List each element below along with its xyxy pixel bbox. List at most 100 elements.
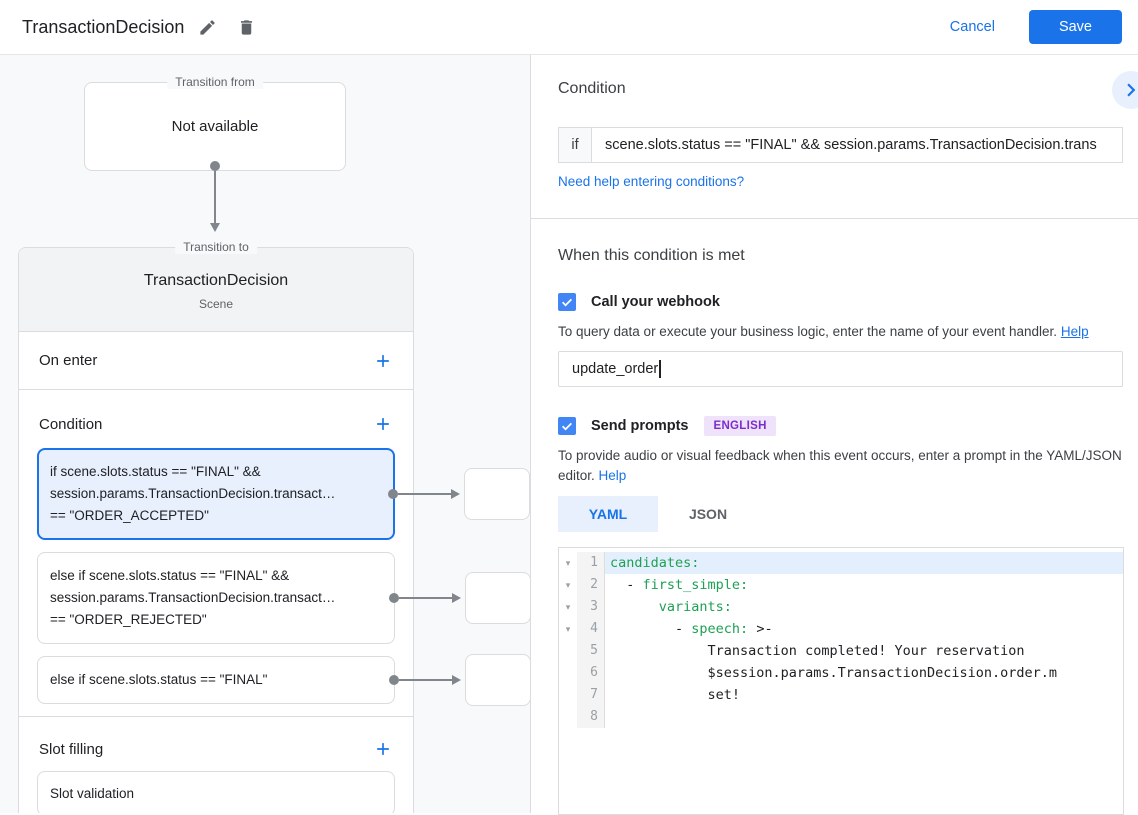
code-text: candidates: xyxy=(605,552,1123,574)
transition-target-box[interactable] xyxy=(465,654,531,706)
delete-scene-button[interactable] xyxy=(231,12,262,43)
panel-title: Condition xyxy=(558,80,626,98)
editor-format-tabs: YAML JSON xyxy=(558,496,758,532)
condition-card-connector xyxy=(389,654,531,706)
scene-kind: Scene xyxy=(19,297,413,311)
prompts-checkbox[interactable] xyxy=(558,417,576,435)
fold-spacer xyxy=(559,662,577,684)
code-text: variants: xyxy=(605,596,1123,618)
code-line[interactable]: ▾4 - speech: >- xyxy=(559,618,1123,640)
condition-cards: if scene.slots.status == "FINAL" &&sessi… xyxy=(19,448,413,704)
slot-validation-card[interactable]: Slot validation xyxy=(37,771,395,813)
line-number: 2 xyxy=(577,574,605,596)
code-text: $session.params.TransactionDecision.orde… xyxy=(605,662,1123,684)
webhook-description-text: To query data or execute your business l… xyxy=(558,324,1057,339)
fold-toggle-icon[interactable]: ▾ xyxy=(559,574,577,596)
panel-divider xyxy=(531,218,1138,219)
transition-to-legend: Transition to xyxy=(175,240,257,254)
fold-toggle-icon[interactable]: ▾ xyxy=(559,596,577,618)
webhook-checkbox[interactable] xyxy=(558,293,576,311)
code-text: - first_simple: xyxy=(605,574,1123,596)
condition-card[interactable]: else if scene.slots.status == "FINAL" xyxy=(37,656,395,704)
condition-card-connector xyxy=(389,572,531,624)
language-badge: ENGLISH xyxy=(704,416,775,436)
transition-from-legend: Transition from xyxy=(167,75,263,89)
line-number: 1 xyxy=(577,552,605,574)
add-slot-button[interactable] xyxy=(369,735,397,763)
code-line[interactable]: ▾2 - first_simple: xyxy=(559,574,1123,596)
transition-from-content: Not available xyxy=(85,83,345,170)
when-condition-title: When this condition is met xyxy=(558,247,745,265)
line-number: 5 xyxy=(577,640,605,662)
check-icon xyxy=(560,295,574,309)
page-title: TransactionDecision xyxy=(22,17,184,38)
condition-detail-panel: Condition if scene.slots.status == "FINA… xyxy=(531,55,1138,813)
code-line[interactable]: 7 set! xyxy=(559,684,1123,706)
tab-yaml[interactable]: YAML xyxy=(558,496,658,532)
fold-spacer xyxy=(559,684,577,706)
fold-toggle-icon[interactable]: ▾ xyxy=(559,618,577,640)
code-text: - speech: >- xyxy=(605,618,1123,640)
scene-diagram-canvas: Transition from Not available Transition… xyxy=(0,55,531,813)
prompts-checkbox-row: Send prompts ENGLISH xyxy=(558,416,776,436)
scene-name: TransactionDecision xyxy=(19,272,413,290)
arrow-right-icon xyxy=(452,675,461,685)
tab-json[interactable]: JSON xyxy=(658,496,758,532)
check-icon xyxy=(560,419,574,433)
webhook-description: To query data or execute your business l… xyxy=(558,322,1124,342)
save-button[interactable]: Save xyxy=(1029,10,1122,44)
scene-header[interactable]: TransactionDecision Scene xyxy=(19,248,413,332)
code-line[interactable]: ▾3 variants: xyxy=(559,596,1123,618)
event-handler-value: update_order xyxy=(572,361,658,377)
slot-filling-label: Slot filling xyxy=(39,741,103,758)
fold-spacer xyxy=(559,640,577,662)
transition-connector xyxy=(210,161,220,233)
webhook-help-link[interactable]: Help xyxy=(1061,324,1089,339)
connector-dot xyxy=(389,675,399,685)
line-number: 4 xyxy=(577,618,605,640)
condition-expression-input[interactable]: scene.slots.status == "FINAL" && session… xyxy=(592,128,1122,162)
connector-line xyxy=(398,493,451,495)
condition-label: Condition xyxy=(39,416,102,433)
condition-card[interactable]: if scene.slots.status == "FINAL" &&sessi… xyxy=(37,448,395,540)
webhook-checkbox-row: Call your webhook xyxy=(558,293,720,311)
connector-line xyxy=(399,679,452,681)
connector-dot xyxy=(388,489,398,499)
if-prefix: if xyxy=(559,128,592,162)
prompts-label: Send prompts xyxy=(591,418,688,434)
transition-target-box[interactable] xyxy=(465,572,531,624)
text-cursor xyxy=(659,360,661,378)
arrow-right-icon xyxy=(451,489,460,499)
connector-line xyxy=(214,171,216,223)
cancel-button[interactable]: Cancel xyxy=(934,11,1011,43)
fold-toggle-icon[interactable]: ▾ xyxy=(559,552,577,574)
trash-icon xyxy=(237,18,256,37)
top-bar: TransactionDecision Cancel Save xyxy=(0,0,1138,55)
edit-title-button[interactable] xyxy=(192,12,223,43)
condition-section-header: Condition xyxy=(19,390,413,448)
line-number: 6 xyxy=(577,662,605,684)
condition-card-text: else if scene.slots.status == "FINAL" &&… xyxy=(50,565,382,631)
arrow-right-icon xyxy=(452,593,461,603)
prompts-description-text: To provide audio or visual feedback when… xyxy=(558,448,1122,483)
event-handler-input[interactable]: update_order xyxy=(558,351,1123,387)
prompts-help-link[interactable]: Help xyxy=(599,468,627,483)
condition-card-text: if scene.slots.status == "FINAL" &&sessi… xyxy=(50,461,382,527)
add-condition-button[interactable] xyxy=(369,410,397,438)
condition-help-link[interactable]: Need help entering conditions? xyxy=(558,174,744,189)
code-text xyxy=(605,706,1123,728)
code-text: Transaction completed! Your reservation xyxy=(605,640,1123,662)
code-line[interactable]: 8 xyxy=(559,706,1123,728)
transition-from-box[interactable]: Transition from Not available xyxy=(84,82,346,171)
condition-card[interactable]: else if scene.slots.status == "FINAL" &&… xyxy=(37,552,395,644)
code-line[interactable]: 5 Transaction completed! Your reservatio… xyxy=(559,640,1123,662)
add-on-enter-button[interactable] xyxy=(369,347,397,375)
connector-dot xyxy=(389,593,399,603)
slot-filling-section-header: Slot filling xyxy=(19,717,413,771)
code-line[interactable]: 6 $session.params.TransactionDecision.or… xyxy=(559,662,1123,684)
collapse-panel-button[interactable] xyxy=(1112,71,1138,109)
transition-target-box[interactable] xyxy=(464,468,530,520)
